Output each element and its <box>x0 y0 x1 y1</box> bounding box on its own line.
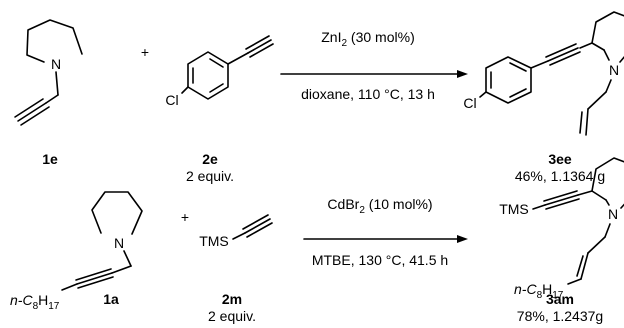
compound-2m: TMS 2m 2 equiv. <box>199 214 273 324</box>
triple-bond-2m-a <box>244 218 271 234</box>
alkyne-ring-bond-3ee <box>579 42 593 49</box>
triple-bond-1e-b <box>14 98 44 118</box>
allyl-double-bond-3ee-a <box>585 108 589 136</box>
n-allyl-bond-3ee <box>605 79 612 93</box>
pyrrolidine-ring-3ee <box>591 11 624 51</box>
triple-bond-3ee-c <box>549 51 581 66</box>
aromatic-double-3ee-a <box>509 62 527 72</box>
nitrogen-label-3am: N <box>608 206 618 222</box>
aromatic-double-2e-a <box>209 58 224 68</box>
arrow-head-2 <box>457 235 468 243</box>
n-allyl-bond-3am <box>604 223 611 238</box>
tms-label-2m: TMS <box>199 233 229 249</box>
ring-alkyne-bond-3ee <box>530 60 549 69</box>
ch2-alkyne-bond-1e <box>45 94 59 104</box>
conditions-label-1: dioxane, 110 °C, 13 h <box>301 86 435 102</box>
pyrrolidine-ring-1a <box>91 191 143 235</box>
benzene-ring-3ee <box>485 56 532 104</box>
plus-sign-1: + <box>141 44 149 60</box>
equiv-label-2e: 2 equiv. <box>186 168 234 184</box>
alkene-octyl-bond-3am <box>567 278 582 285</box>
triple-bond-3am-b <box>543 190 578 202</box>
triple-bond-3ee-b <box>545 43 577 58</box>
triple-bond-1a-c <box>77 276 114 289</box>
catalyst-label-1: ZnI2 (30 mol%) <box>321 29 414 49</box>
benzene-ring-2e <box>187 51 229 100</box>
allyl-bond-3am <box>587 236 606 254</box>
nitrogen-label-1a: N <box>114 235 124 251</box>
octyl-label-1a: n-C8H17 <box>10 292 60 312</box>
reaction-arrow-1: ZnI2 (30 mol%) dioxane, 110 °C, 13 h <box>280 29 468 102</box>
alkyne-ring-bond-3am <box>577 190 593 196</box>
compound-id-2m: 2m <box>222 291 242 307</box>
triple-bond-2e-a <box>247 39 272 54</box>
plus-sign-2: + <box>181 209 189 225</box>
compound-id-1e: 1e <box>42 151 58 167</box>
chlorine-label-3ee: Cl <box>463 95 476 111</box>
tms-alkyne-bond-3am <box>532 204 546 210</box>
compound-id-3ee: 3ee <box>548 151 572 167</box>
arrow-head-1 <box>457 70 468 78</box>
conditions-label-2: MTBE, 130 °C, 41.5 h <box>312 252 448 268</box>
triple-bond-3ee-a <box>547 47 579 62</box>
ring-alkyne-bond-2e <box>227 52 249 65</box>
tms-alkyne-bond-2m <box>232 232 246 240</box>
compound-2e: Cl 2e 2 equiv. <box>165 35 274 184</box>
alkyne-octyl-bond-1a <box>61 283 78 291</box>
yield-label-3ee: 46%, 1.1364 g <box>515 168 605 184</box>
alkene-double-bond-3am-a <box>580 252 589 280</box>
ring-n-bond-3ee-b <box>619 55 624 63</box>
triple-bond-1a-a <box>76 272 113 285</box>
triple-bond-1e-a <box>17 102 47 122</box>
octyl-label-3am: n-C8H17 <box>514 281 564 301</box>
compound-id-1a: 1a <box>103 291 119 307</box>
pyrrolidine-ring-1e <box>26 19 83 63</box>
triple-bond-2m-c <box>246 222 273 238</box>
reaction-arrow-2: CdBr2 (10 mol%) MTBE, 130 °C, 41.5 h <box>303 196 468 268</box>
compound-1a: N n-C8H17 1a <box>10 191 143 312</box>
ring-cl-bond-3ee <box>479 91 487 98</box>
compound-3ee: Cl N 3ee 46%, 1.1364 g <box>463 11 624 184</box>
chlorine-label-2e: Cl <box>165 92 178 108</box>
ring-n-bond-3am-b <box>620 203 624 209</box>
aromatic-double-2e-b <box>209 83 224 93</box>
triple-bond-2e-c <box>249 43 274 58</box>
triple-bond-2e-b <box>245 35 270 50</box>
n-ch2-bond-1a <box>123 250 132 267</box>
aromatic-double-3ee-b <box>509 88 527 98</box>
ring-n-bond-3ee <box>603 49 610 61</box>
ring-cl-bond-2e <box>181 86 189 94</box>
n-ch2-bond-1e <box>55 71 59 96</box>
alkene-double-bond-3am-b <box>576 255 584 277</box>
yield-label-3am: 78%, 1.2437g <box>517 308 603 324</box>
tms-label-3am: TMS <box>499 201 529 217</box>
triple-bond-1e-c <box>20 106 50 126</box>
compound-id-2e: 2e <box>202 151 218 167</box>
ring-n-bond-3am <box>605 199 610 206</box>
triple-bond-3am-c <box>545 198 580 210</box>
catalyst-label-2: CdBr2 (10 mol%) <box>327 196 432 216</box>
triple-bond-1a-b <box>75 268 112 281</box>
allyl-double-bond-3ee-b <box>579 111 583 134</box>
equiv-label-2m: 2 equiv. <box>208 308 256 324</box>
nitrogen-label-1e: N <box>51 56 61 72</box>
allyl-bond-3ee <box>587 91 607 110</box>
triple-bond-2m-b <box>242 214 269 230</box>
compound-3am: TMS N n-C8H17 3am 78%, 1.2437g <box>499 157 624 324</box>
compound-id-3am: 3am <box>546 291 574 307</box>
nitrogen-label-3ee: N <box>609 62 619 78</box>
pyrrolidine-ring-3am <box>591 157 624 201</box>
compound-1e: N 1e <box>14 19 83 167</box>
triple-bond-3am-a <box>544 194 579 206</box>
ch2-alkyne-bond-1a <box>111 265 132 274</box>
